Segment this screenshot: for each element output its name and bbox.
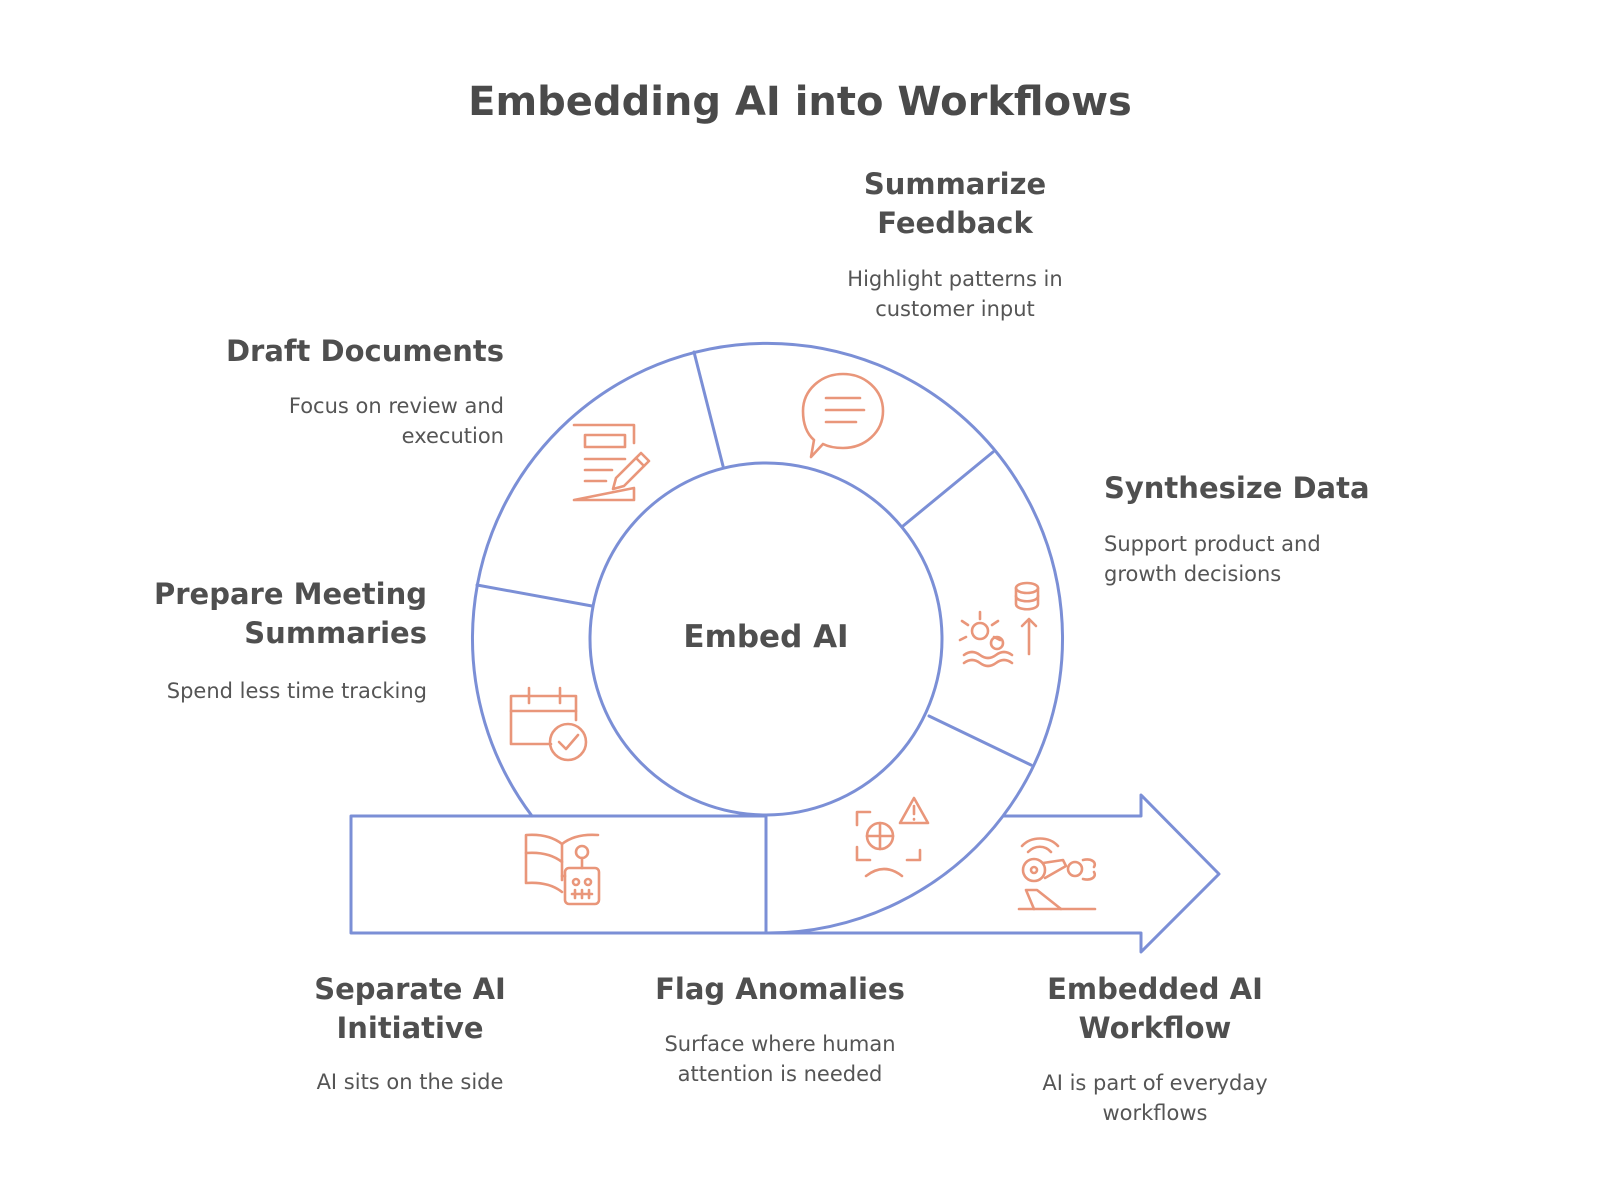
end-desc: AI is part of everyday workflows [1042, 1071, 1268, 1125]
scan-alert-icon [855, 796, 930, 878]
divider [475, 583, 594, 608]
step-desc-summarize-feedback: Highlight patterns in customer input [847, 267, 1063, 321]
step-heading-draft-documents: Draft Documents [225, 334, 504, 368]
step-heading-summarize-feedback: Summarize Feedback [863, 167, 1047, 240]
speech-bubble-icon [801, 372, 885, 459]
robot-arm-icon [1017, 837, 1097, 911]
divider [901, 450, 995, 528]
inner-circle [588, 461, 944, 817]
start-box [349, 814, 768, 935]
calendar-check-icon [509, 686, 588, 762]
end-heading: Embedded AI Workflow [1047, 972, 1263, 1045]
step-heading-flag-anomalies: Flag Anomalies [655, 972, 905, 1006]
step-desc-draft-documents: Focus on review and execution [288, 394, 504, 448]
book-robot-icon [524, 833, 601, 906]
step-heading-prepare-meeting-summaries: Prepare Meeting Summaries [153, 577, 427, 650]
divider [692, 350, 725, 468]
document-pencil-icon [572, 423, 651, 502]
ring-and-arrow-outline [471, 341, 1221, 954]
divider [927, 714, 1033, 767]
start-heading: Separate AI Initiative [314, 972, 506, 1045]
step-desc-prepare-meeting-summaries: Spend less time tracking [166, 679, 427, 703]
step-desc-synthesize-data: Support product and growth decisions [1104, 532, 1321, 586]
page-title: Embedding AI into Workflows [468, 79, 1132, 125]
step-heading-synthesize-data: Synthesize Data [1104, 471, 1370, 505]
center-label: Embed AI [683, 619, 849, 655]
step-desc-flag-anomalies: Surface where human attention is needed [664, 1032, 896, 1086]
database-gears-icon [958, 581, 1040, 668]
start-desc: AI sits on the side [316, 1070, 504, 1094]
